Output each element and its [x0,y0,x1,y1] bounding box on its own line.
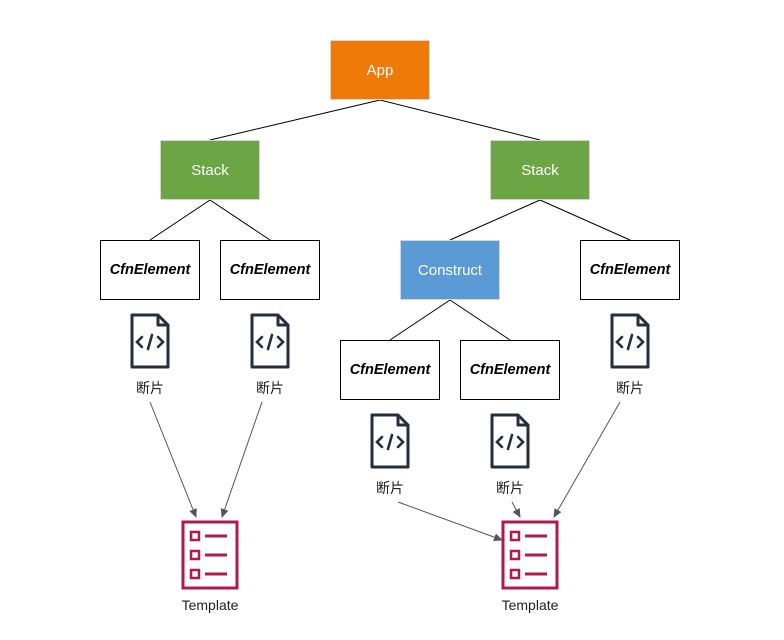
code-file-icon [490,413,530,469]
arrow-s4-template-right [511,501,521,518]
cfn-element-1: CfnElement [100,240,200,300]
construct-node: Construct [400,240,500,300]
edge-construct-cfn3 [389,299,451,341]
arrow-s1-template-left [149,401,197,518]
edge-stack-left-cfn1 [149,199,211,241]
stack-left-node: Stack [160,140,260,200]
edge-app-stack-right [379,99,541,141]
arrow-s3-template-right [397,501,503,542]
snippet-label: 断片 [256,380,284,396]
edge-app-stack-left [209,99,381,141]
snippet-label: 断片 [496,480,524,496]
app-node: App [330,40,430,100]
snippet-label: 断片 [376,480,404,496]
template-label: Template [501,597,559,613]
cfn-element-3: CfnElement [340,340,440,400]
arrow-s5-template-right [553,401,621,518]
stack-right-node: Stack [490,140,590,200]
arrow-s2-template-left [220,401,263,518]
checklist-template-icon [501,520,559,590]
snippet-label: 断片 [136,380,164,396]
code-file-icon [370,413,410,469]
edge-stack-right-construct [449,199,541,241]
snippet-label: 断片 [616,380,644,396]
edge-stack-left-cfn2 [209,199,271,241]
code-file-icon [610,313,650,369]
edge-construct-cfn4 [449,299,511,341]
template-label: Template [181,597,239,613]
edge-stack-right-cfn5 [539,199,631,241]
cfn-element-2: CfnElement [220,240,320,300]
cfn-element-5: CfnElement [580,240,680,300]
checklist-template-icon [181,520,239,590]
code-file-icon [250,313,290,369]
code-file-icon [130,313,170,369]
cfn-element-4: CfnElement [460,340,560,400]
